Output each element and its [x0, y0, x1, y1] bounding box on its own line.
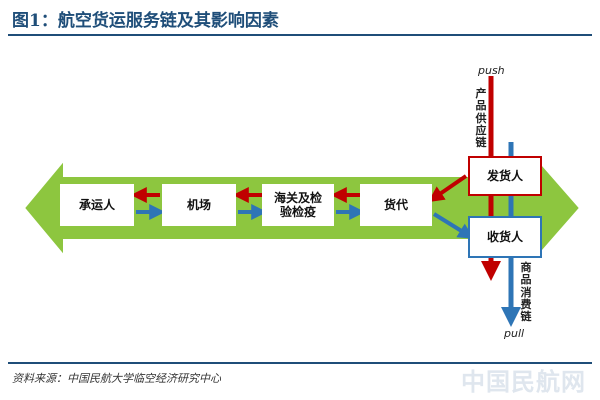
red-arrow-shipper-forwarder — [428, 174, 468, 203]
airport-box: 机场 — [162, 184, 236, 226]
push-label: push — [478, 64, 505, 77]
title-divider — [8, 34, 592, 36]
supply-chain-label: 产品供应链 — [475, 87, 487, 150]
watermark-logo: 中国民航网 — [461, 368, 586, 396]
carrier-box: 承运人 — [60, 184, 134, 226]
figure-title: 图1：航空货运服务链及其影响因素 — [12, 11, 279, 31]
shipper-box: 发货人 — [468, 156, 542, 196]
consumption-chain-label: 商品消费链 — [520, 261, 532, 324]
blue-arrow-forwarder-consignee — [432, 212, 475, 239]
footer-divider — [8, 362, 592, 364]
pull-label: pull — [504, 327, 525, 340]
source-note: 资料来源：中国民航大学临空经济研究中心 — [12, 372, 221, 385]
consignee-box: 收货人 — [468, 216, 542, 258]
customs-box: 海关及检验检疫 — [262, 184, 334, 226]
forwarder-box: 货代 — [360, 184, 432, 226]
